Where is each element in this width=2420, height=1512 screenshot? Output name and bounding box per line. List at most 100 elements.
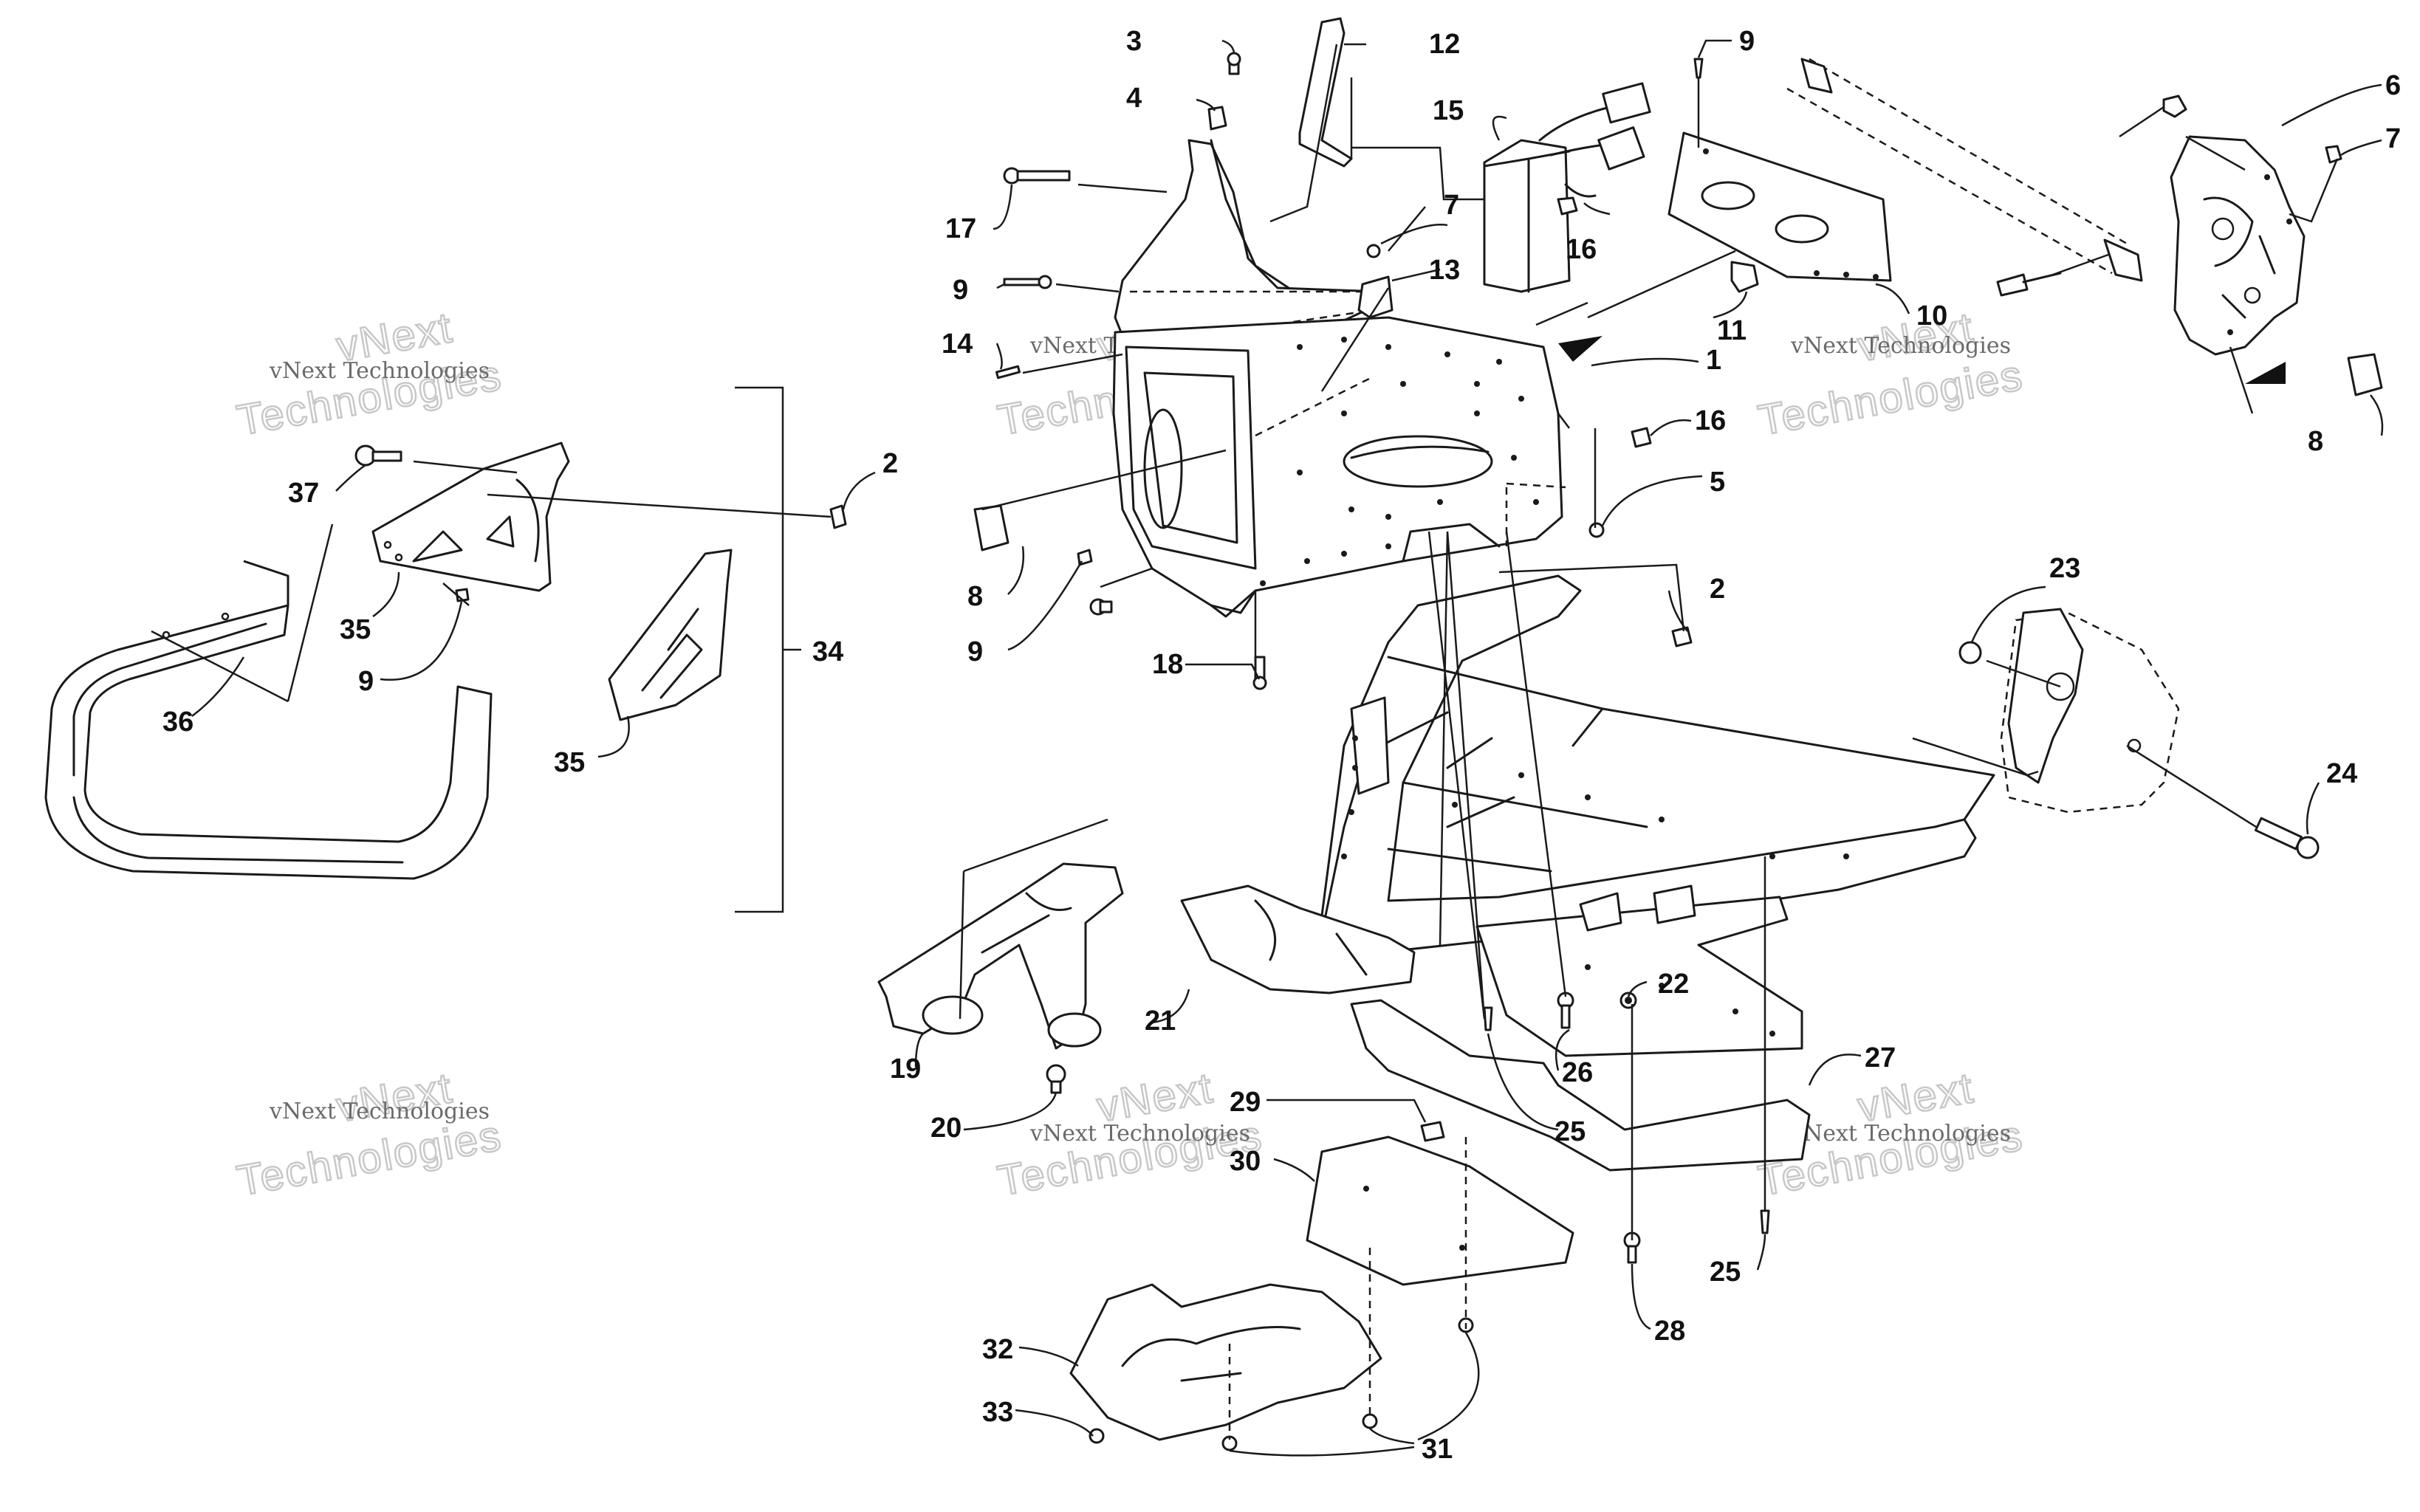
callout-label: 23 xyxy=(2049,553,2080,584)
skid-plates xyxy=(1069,999,1811,1441)
skid-plate-32 xyxy=(1069,1283,1382,1441)
callout-label: 30 xyxy=(1230,1146,1261,1177)
bulkhead-assembly xyxy=(1112,17,1892,618)
nut-7-right xyxy=(2325,145,2342,164)
leader-lines xyxy=(191,39,2384,1457)
plate-clip-11 xyxy=(1730,261,1759,293)
callout-label: 21 xyxy=(1145,1006,1176,1037)
callout-label: 33 xyxy=(982,1397,1013,1428)
rivet-9-top xyxy=(1693,58,1704,79)
fasteners xyxy=(455,52,2320,1451)
bulkhead-hidden xyxy=(1255,375,1566,546)
callout-label: 25 xyxy=(1710,1257,1741,1288)
steering-plate xyxy=(1298,17,1353,168)
rivet-25-left xyxy=(1483,1006,1493,1031)
bushing-8-left xyxy=(973,504,1010,551)
watermark-left-bottom: vNext Technologies xyxy=(233,1063,507,1206)
electrical-module xyxy=(1483,82,1651,293)
watermark-small: vNext Technologies xyxy=(1790,1121,2011,1147)
clip-29 xyxy=(1420,1121,1445,1142)
callout-label: 2 xyxy=(1710,574,1725,605)
spindle-assembly xyxy=(877,862,1124,1050)
cross-rail-hidden xyxy=(1786,58,2128,275)
callout-label: 24 xyxy=(2326,758,2357,789)
bumper-hole xyxy=(221,612,230,621)
bracket-6-detail xyxy=(2203,196,2276,319)
small-bracket-13 xyxy=(1357,275,1394,319)
frame-lower-rail xyxy=(1475,896,1803,1057)
callout-label: 3 xyxy=(1126,26,1142,57)
callout-label: 17 xyxy=(945,213,976,244)
nut-23 xyxy=(1958,641,1982,664)
watermark-small: vNext Technologies xyxy=(1029,1121,1250,1147)
skid-plate-30 xyxy=(1306,1135,1574,1286)
callout-label: 8 xyxy=(967,581,983,612)
bulkhead-rivets xyxy=(1260,337,1539,586)
bolt-22 xyxy=(1619,992,1637,1009)
bolt-18 xyxy=(1089,598,1113,616)
nut-5 xyxy=(1588,522,1605,538)
arrow-marker-right xyxy=(2245,362,2286,384)
bolt-18b xyxy=(1252,656,1267,690)
alignment-lines xyxy=(151,44,2339,1440)
nut-16-top xyxy=(1557,196,1578,216)
callout-label: 19 xyxy=(890,1054,921,1085)
nut-4 xyxy=(1207,106,1227,131)
callout-label: 8 xyxy=(2308,426,2323,457)
callout-label: 27 xyxy=(1865,1042,1896,1073)
bumper-bracket-upper xyxy=(371,441,570,592)
group-bracket-34 xyxy=(735,386,801,913)
callout-label: 9 xyxy=(967,636,983,667)
watermark-small: vNext Technologies xyxy=(269,1099,490,1124)
callout-label: 4 xyxy=(1126,83,1142,114)
cross-rail-end xyxy=(1800,58,1833,94)
callout-label: 13 xyxy=(1429,255,1460,286)
bracket-detail xyxy=(641,608,703,699)
callout-label: 7 xyxy=(1444,190,1459,221)
callout-label: 15 xyxy=(1433,95,1464,126)
clip-2-left xyxy=(829,504,847,529)
callout-label: 10 xyxy=(1916,300,1947,331)
nut-16-right xyxy=(1631,427,1652,448)
watermark-small: vNext Technologies xyxy=(1790,333,2011,359)
callout-label: 1 xyxy=(1706,345,1721,376)
callout-label: 7 xyxy=(2385,123,2401,154)
spindle-pipe xyxy=(922,995,984,1035)
callout-label: 9 xyxy=(358,666,374,697)
bulkhead-lower-edge xyxy=(1210,523,1501,618)
callout-label: 29 xyxy=(1230,1087,1261,1118)
callout-label: 31 xyxy=(1422,1434,1453,1465)
watermark-right-top: vNext Technologies xyxy=(1754,303,2028,446)
skid-32-detail xyxy=(1121,1326,1301,1382)
arrow-marker-center xyxy=(1558,336,1603,362)
bolt-3 xyxy=(1227,52,1241,75)
callout-label: 28 xyxy=(1654,1316,1685,1347)
bushing-8-right xyxy=(2347,353,2383,396)
bulkhead-oval xyxy=(1343,435,1493,488)
callout-label: 9 xyxy=(1739,26,1755,57)
callout-labels: 1 2 2 3 4 5 6 7 7 8 8 9 9 9 9 10 11 12 1… xyxy=(162,26,2401,1465)
callout-label: 18 xyxy=(1152,649,1183,680)
upright-arm xyxy=(1210,139,1290,289)
frame-main-tube xyxy=(1313,574,1977,958)
rail-clamp xyxy=(2103,238,2143,282)
bracket-6-hole xyxy=(2244,286,2261,304)
side-mount xyxy=(2007,608,2084,784)
right-bracket-assembly xyxy=(1786,58,2383,396)
bolt-24 xyxy=(2254,817,2320,859)
frame-pad xyxy=(1653,884,1696,924)
callout-label: 37 xyxy=(288,478,319,509)
main-frame-assembly xyxy=(1180,574,2180,1057)
mounting-plate xyxy=(1667,131,1892,282)
callout-label: 9 xyxy=(953,275,968,306)
bumper-assembly xyxy=(44,386,801,913)
bolt-37 xyxy=(354,444,402,467)
watermark-small: vNext Technologies xyxy=(269,358,490,384)
bumper-bracket-lower xyxy=(608,549,733,721)
front-bracket-detail xyxy=(1254,899,1368,976)
spindle-detail xyxy=(981,892,1072,954)
callout-label: 32 xyxy=(982,1334,1013,1365)
bracket-detail xyxy=(412,478,540,563)
rivet-14 xyxy=(995,365,1021,379)
